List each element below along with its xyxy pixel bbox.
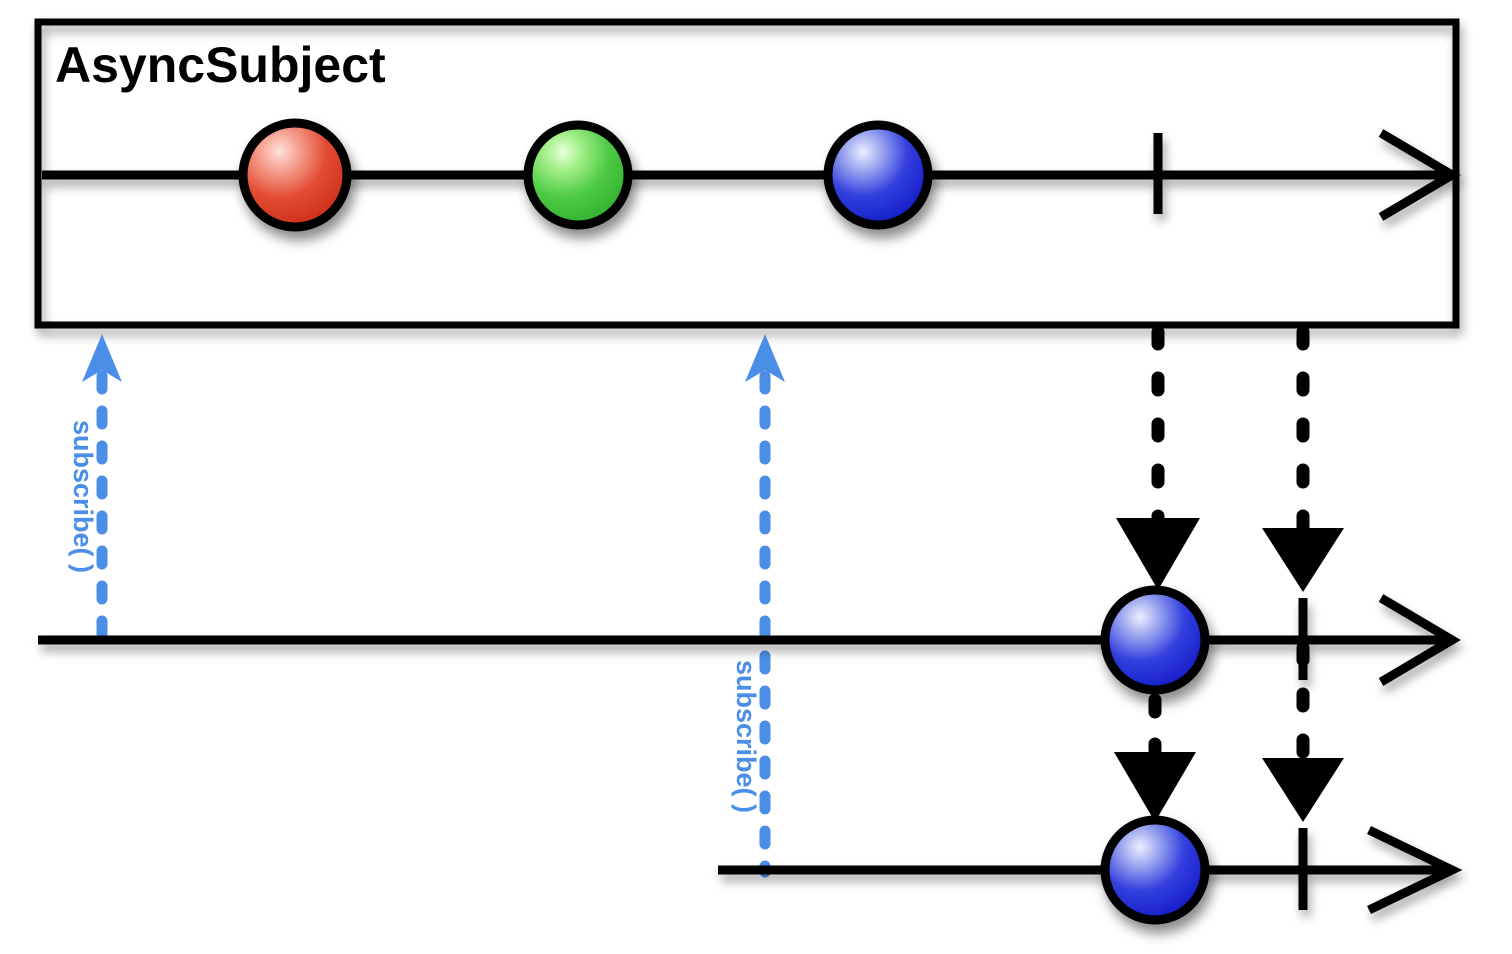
source-marbles [238, 118, 933, 232]
emission-arrow-complete-to-sub1-head [1262, 528, 1344, 592]
emission-arrow-value-to-sub1 [1116, 325, 1200, 590]
emission-arrow-complete-to-sub1 [1262, 325, 1344, 592]
emission-arrow-complete-to-sub2-head [1262, 758, 1344, 822]
subscribe-arrow-1: subscribe( ) [68, 334, 122, 648]
marble-red [238, 118, 352, 232]
second-subscriber-timeline [718, 825, 1463, 915]
subscribe-arrow-2-label: subscribe( ) [731, 660, 761, 813]
emission-arrow-complete-to-sub2 [1262, 641, 1344, 822]
marble-blue-sub2 [1100, 815, 1210, 925]
source-timeline-arrowhead [1378, 129, 1461, 221]
marble-green-body [523, 120, 633, 230]
marble-green [523, 120, 633, 230]
emission-arrow-value-to-sub1-head [1116, 518, 1200, 590]
marble-blue-sub1-body [1100, 585, 1210, 695]
page-title: AsyncSubject [55, 37, 386, 93]
marble-blue-sub2-body [1100, 815, 1210, 925]
first-subscriber-arrowhead [1378, 594, 1461, 686]
second-subscriber-arrowhead [1367, 825, 1463, 915]
marble-blue-sub1 [1100, 585, 1210, 695]
marble-red-body [238, 118, 352, 232]
emission-arrow-value-to-sub2 [1114, 693, 1196, 822]
marble-blue-source [823, 120, 933, 230]
subscribe-arrow-1-label: subscribe( ) [68, 420, 98, 573]
subscribe-arrow-1-head [82, 334, 122, 382]
subscribe-arrow-2: subscribe( ) [731, 334, 785, 878]
subscribe-arrow-2-head [745, 334, 785, 382]
marble-blue-source-body [823, 120, 933, 230]
emission-arrow-value-to-sub2-head [1114, 752, 1196, 822]
